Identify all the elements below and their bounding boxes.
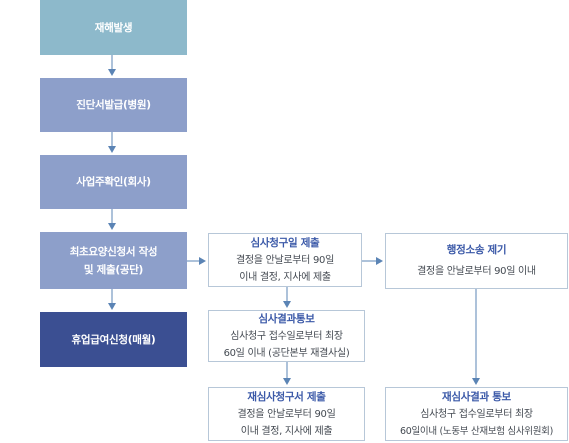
step-accident: 재해발생	[40, 0, 187, 55]
box-rereview-request: 재심사청구서 제출 결정을 안날로부터 90일 이내 결정, 지사에 제출	[208, 387, 365, 441]
admin-litigation-title: 행정소송 제기	[446, 244, 507, 256]
rereview-result-title: 재심사결과 통보	[442, 390, 511, 403]
step-initial-application-label-line2: 및 제출(공단)	[83, 263, 144, 276]
review-result-desc-line2: 60일 이내 (공단본부 재결사실)	[223, 347, 350, 359]
review-request-title: 심사청구일 제출	[250, 236, 320, 249]
rereview-request-desc-line1: 결정을 안날로부터 90일	[237, 408, 336, 420]
admin-litigation-desc-line1: 결정을 안날로부터 90일 이내	[417, 266, 536, 277]
step-employer-confirm-label: 사업주확인(회사)	[76, 176, 151, 188]
rereview-request-desc-line2: 이내 결정, 지사에 제출	[240, 425, 333, 437]
review-request-desc-line1: 결정을 안날로부터 90일	[236, 254, 334, 266]
step-employer-confirm: 사업주확인(회사)	[40, 155, 187, 209]
step-diagnosis: 진단서발급(병원)	[40, 78, 187, 132]
rereview-result-desc-line1: 심사청구 접수일로부터 최장	[420, 408, 533, 420]
rereview-request-title: 재심사청구서 제출	[247, 390, 326, 403]
review-request-desc-line2: 이내 결정, 지사에 제출	[239, 271, 331, 283]
box-review-result: 심사결과통보 심사청구 접수일로부터 최장 60일 이내 (공단본부 재결사실)	[208, 310, 365, 362]
step-diagnosis-label: 진단서발급(병원)	[76, 99, 151, 111]
box-review-request: 심사청구일 제출 결정을 안날로부터 90일 이내 결정, 지사에 제출	[208, 233, 362, 287]
step-initial-application-label-line1: 최초요양신청서 작성	[69, 245, 158, 258]
step-accident-label: 재해발생	[94, 21, 133, 34]
step-initial-application: 최초요양신청서 작성 및 제출(공단)	[40, 232, 187, 289]
step-leave-benefit: 휴업급여신청(매월)	[40, 312, 187, 367]
rereview-result-desc-line2: 60일이내 (노동부 산재보험 심사위원회)	[399, 425, 554, 437]
box-admin-litigation: 행정소송 제기 결정을 안날로부터 90일 이내	[385, 233, 568, 289]
review-result-title: 심사결과통보	[258, 312, 315, 325]
step-leave-benefit-label: 휴업급여신청(매월)	[71, 333, 156, 346]
box-rereview-result: 재심사결과 통보 심사청구 접수일로부터 최장 60일이내 (노동부 산재보험 …	[385, 387, 568, 441]
review-result-desc-line1: 심사청구 접수일로부터 최장	[230, 330, 343, 342]
